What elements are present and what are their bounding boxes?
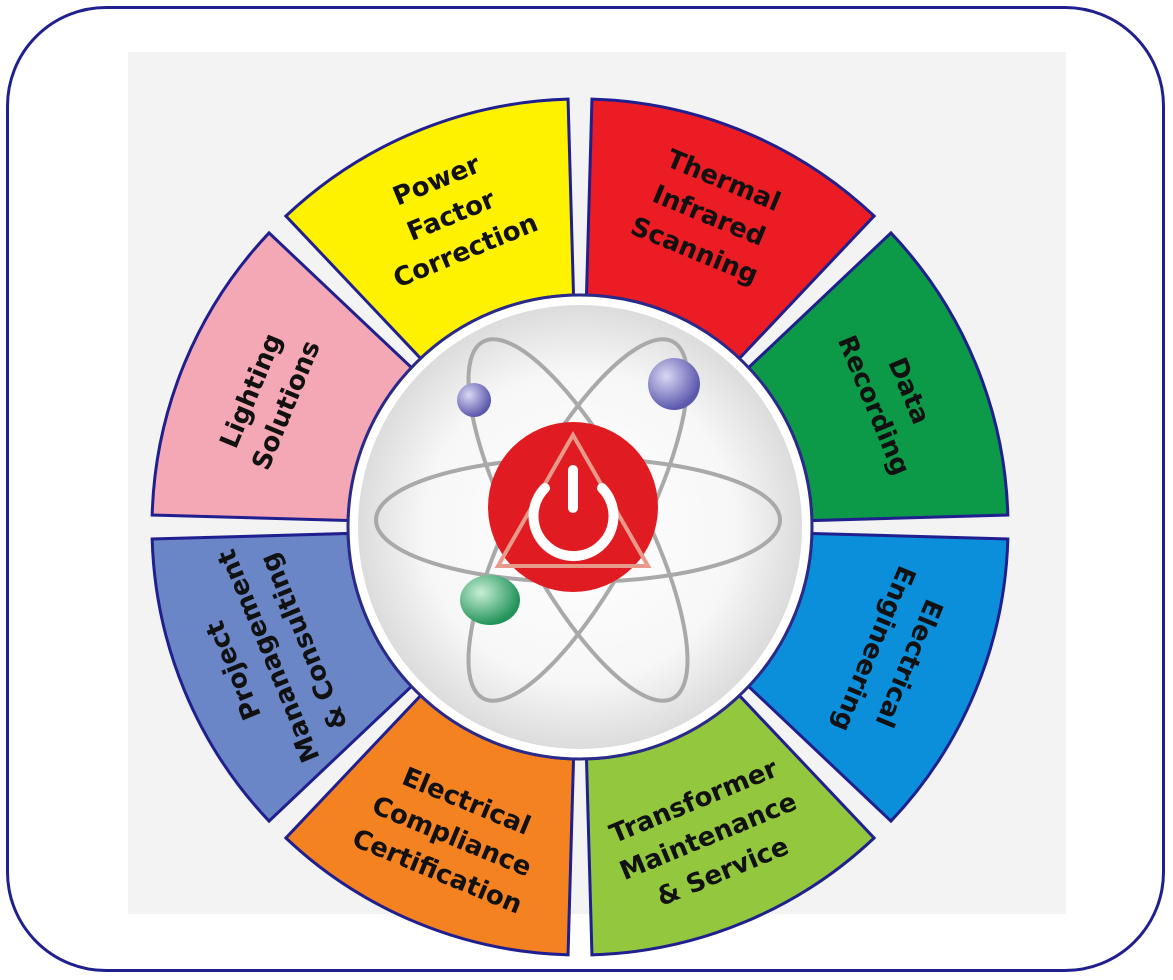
electron-small: [457, 383, 491, 417]
power-icon: [528, 483, 619, 562]
segments-layer: PowerFactorCorrectionThermalInfraredScan…: [150, 97, 1010, 957]
electron-large: [648, 358, 700, 410]
center-hub: [346, 293, 814, 761]
electron-green: [460, 575, 520, 625]
